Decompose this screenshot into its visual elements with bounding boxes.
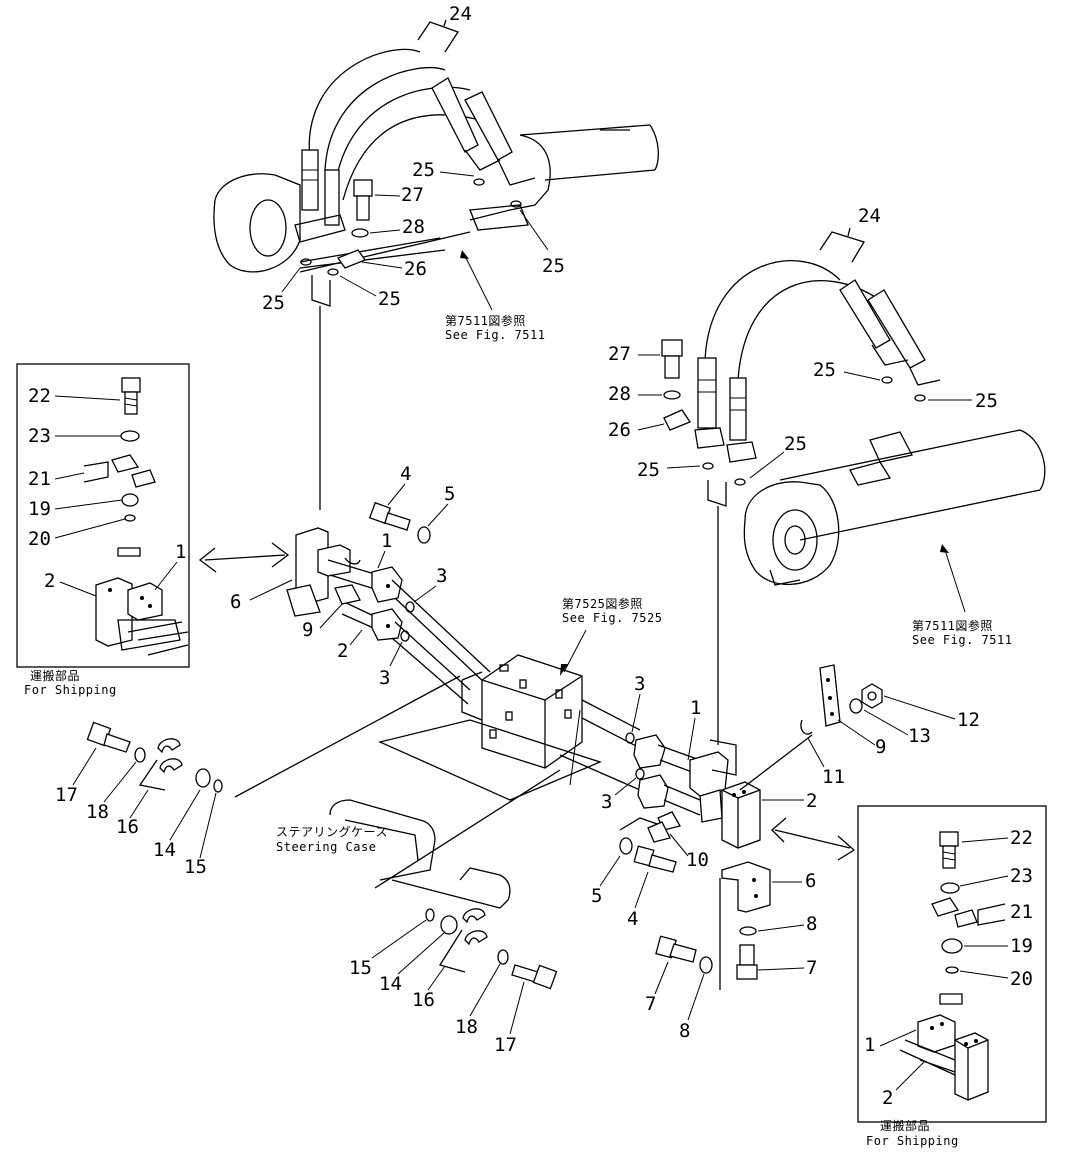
callout-11: 11 (822, 766, 845, 788)
note-shipping-left-jp: 運搬部品 (30, 668, 80, 683)
note-see-7511-top-jp: 第7511図参照 (445, 313, 526, 328)
callout-7-center-a: 7 (806, 957, 817, 979)
callout-6-center: 6 (805, 870, 816, 892)
lower-center-parts (425, 908, 558, 990)
callout-2-right-box: 2 (882, 1087, 893, 1109)
callout-25-top-b: 25 (542, 255, 565, 277)
callout-25-top-d: 25 (378, 288, 401, 310)
left-pipe-assembly (286, 501, 491, 705)
top-cylinder-assembly (213, 19, 659, 510)
callout-21-left: 21 (28, 468, 51, 490)
left-shipping-box (16, 363, 290, 668)
callout-2-center: 2 (806, 790, 817, 812)
callout-14-lower-center: 14 (379, 973, 402, 995)
callout-8-center-b: 8 (679, 1020, 690, 1042)
callout-19-left: 19 (28, 498, 51, 520)
callout-13: 13 (908, 725, 931, 747)
callout-4-center: 4 (627, 908, 638, 930)
callout-20-right: 20 (1010, 968, 1033, 990)
lower-left-parts (86, 721, 223, 793)
callout-9-left: 9 (302, 619, 313, 641)
top-callouts: 24 25 27 28 25 26 25 25 第7511図参照 See Fig… (262, 3, 565, 342)
callout-2-left-box: 2 (44, 570, 55, 592)
callout-6-left: 6 (230, 591, 241, 613)
callout-1-center: 1 (690, 697, 701, 719)
callout-25-right-c: 25 (784, 433, 807, 455)
callout-1-left-box: 1 (175, 541, 186, 563)
callout-23-left: 23 (28, 425, 51, 447)
callout-26-top: 26 (404, 258, 427, 280)
callout-25-top-a: 25 (412, 159, 435, 181)
note-see-7511-top: See Fig. 7511 (445, 328, 545, 342)
callout-3-left-b: 3 (379, 667, 390, 689)
note-shipping-right-jp: 運搬部品 (880, 1118, 930, 1133)
callout-27-right: 27 (608, 343, 631, 365)
callout-22-right: 22 (1010, 827, 1033, 849)
center-manifold (234, 629, 641, 801)
left-box-callouts: 22 23 21 19 20 2 1 運搬部品 For Shipping (24, 385, 186, 697)
callout-2-left: 2 (337, 640, 348, 662)
callout-25-right-a: 25 (813, 359, 836, 381)
callout-5-center: 5 (591, 885, 602, 907)
callout-4-left: 4 (400, 463, 411, 485)
right-cylinder-assembly (661, 227, 1046, 745)
callout-8-center-a: 8 (806, 913, 817, 935)
callout-9-center: 9 (875, 736, 886, 758)
callout-26-right: 26 (608, 419, 631, 441)
callout-18-lower-center: 18 (455, 1016, 478, 1038)
callout-25-top-c: 25 (262, 292, 285, 314)
callout-3-center-b: 3 (601, 791, 612, 813)
callout-27-top: 27 (401, 184, 424, 206)
callout-25-right-d: 25 (637, 459, 660, 481)
note-steering-jp: ステアリングケース (276, 825, 388, 839)
callout-18-lower-left: 18 (86, 801, 109, 823)
callout-5-left: 5 (444, 483, 455, 505)
callout-28-right: 28 (608, 383, 631, 405)
callout-7-center-b: 7 (645, 993, 656, 1015)
callout-24-right: 24 (858, 205, 881, 227)
callout-19-right: 19 (1010, 935, 1033, 957)
callout-14-lower-left: 14 (153, 839, 176, 861)
callout-16-lower-center: 16 (412, 989, 435, 1011)
right-callouts: 24 27 25 25 28 26 25 25 第7511図参照 See Fig… (608, 205, 1012, 647)
callout-15-lower-center: 15 (349, 957, 372, 979)
note-see-7525: See Fig. 7525 (562, 611, 662, 625)
callout-12: 12 (957, 709, 980, 731)
callout-16-lower-left: 16 (116, 816, 139, 838)
lower-center-callouts: 15 14 16 18 17 (349, 919, 525, 1056)
callout-17-lower-center: 17 (494, 1034, 517, 1056)
note-see-7525-jp: 第7525図参照 (562, 596, 643, 611)
note-see-7511-right: See Fig. 7511 (912, 633, 1012, 647)
note-shipping-left: For Shipping (24, 683, 117, 697)
callout-25-right-b: 25 (975, 390, 998, 412)
callout-24-top: 24 (449, 3, 472, 25)
callout-20-left: 20 (28, 528, 51, 550)
callout-15-lower-left: 15 (184, 856, 207, 878)
center-notes: 第7525図参照 See Fig. 7525 (562, 596, 662, 625)
note-shipping-right: For Shipping (866, 1134, 959, 1148)
callout-23-right: 23 (1010, 865, 1033, 887)
center-callouts: 3 1 3 2 10 5 4 6 8 7 7 8 11 9 12 13 (591, 673, 980, 1042)
callout-1-left: 1 (381, 530, 392, 552)
lower-left-callouts: 17 18 16 14 15 (55, 747, 217, 878)
callout-10-center: 10 (686, 849, 709, 871)
left-asm-callouts: 4 5 3 6 1 9 2 3 (230, 463, 455, 689)
callout-3-center-a: 3 (634, 673, 645, 695)
center-right-assembly (619, 664, 883, 990)
note-see-7511-right-jp: 第7511図参照 (912, 618, 993, 633)
steering-case-outline: ステアリングケース Steering Case (276, 769, 661, 909)
right-box-callouts: 22 23 21 19 20 1 2 運搬部品 For Shipping (864, 827, 1033, 1148)
note-steering: Steering Case (276, 840, 376, 854)
callout-28-top: 28 (402, 216, 425, 238)
callout-17-lower-left: 17 (55, 784, 78, 806)
callout-22-left: 22 (28, 385, 51, 407)
callout-1-right-box: 1 (864, 1034, 875, 1056)
callout-21-right: 21 (1010, 901, 1033, 923)
right-shipping-box (857, 805, 1047, 1123)
callout-3-left-a: 3 (436, 565, 447, 587)
